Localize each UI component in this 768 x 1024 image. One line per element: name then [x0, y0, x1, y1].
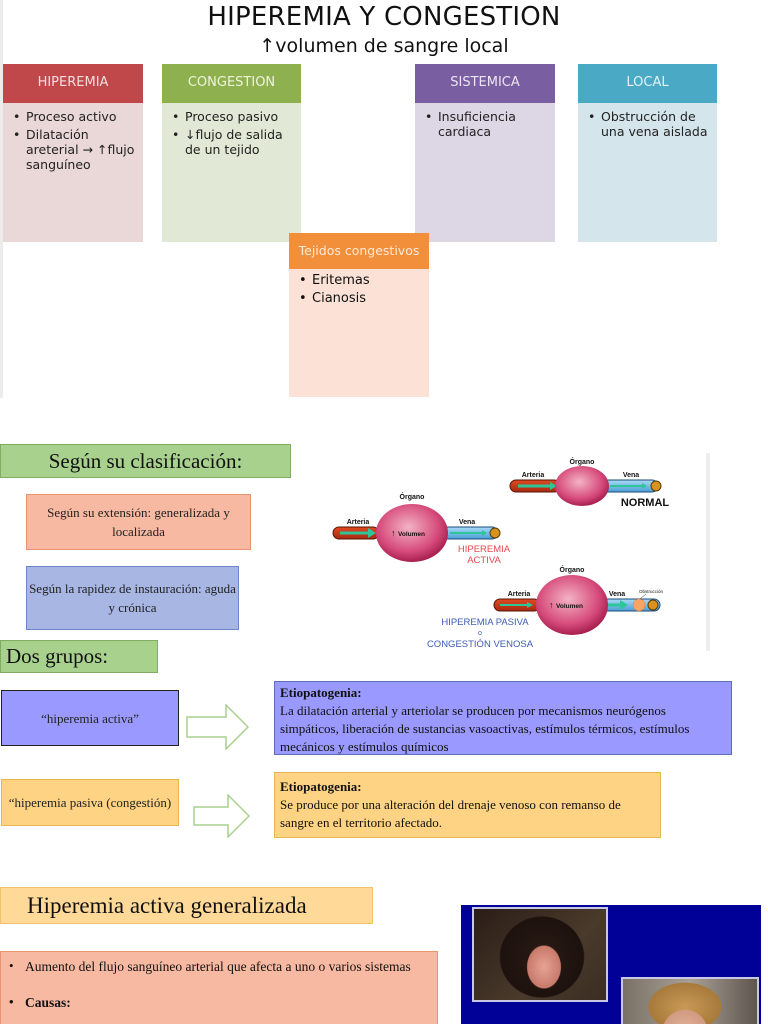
- obstruction-label: Obstrucción: [639, 589, 664, 594]
- column-sistemica: SISTEMICA Insuficiencia cardiaca: [415, 64, 555, 242]
- speed-box: Según la rapidez de instauración: aguda …: [26, 566, 239, 630]
- passive-label: HIPEREMIA PASIVA: [441, 617, 529, 628]
- vein-label: Vena: [459, 519, 475, 526]
- list-item: Dilatación areterial → ↑flujo sanguíneo: [13, 127, 137, 172]
- active-etiopathogenesis-box: Etiopatogenia: La dilatación arterial y …: [274, 681, 732, 755]
- patient-photo: [621, 977, 759, 1024]
- classification-heading: Según su clasificación:: [0, 444, 291, 478]
- column-header: Tejidos congestivos: [289, 233, 429, 269]
- list-item: Proceso activo: [13, 109, 137, 124]
- obstruction-shape: [632, 598, 646, 612]
- etio-title: Etiopatogenia:: [280, 779, 362, 794]
- organ-label: Órgano: [570, 457, 595, 466]
- extension-box: Según su extensión: generalizada y local…: [26, 494, 251, 550]
- organ-label: Órgano: [560, 565, 585, 574]
- list-item: Causas:: [9, 992, 429, 1012]
- column-congestion: CONGESTION Proceso pasivo ↓flujo de sali…: [162, 64, 301, 242]
- artery-label: Arteria: [347, 519, 370, 526]
- list-item: ↓flujo de salida de un tejido: [172, 127, 295, 157]
- active-label: ACTIVA: [467, 555, 501, 566]
- column-hiperemia: HIPEREMIA Proceso activo Dilatación aret…: [3, 64, 143, 242]
- column-tejidos-congestivos: Tejidos congestivos Eritemas Cianosis: [289, 233, 429, 397]
- list-item: Aumento del flujo sanguíneo arterial que…: [9, 956, 429, 976]
- slide-hiperemia-congestion: HIPEREMIA Y CONGESTION ↑volumen de sangr…: [0, 0, 768, 400]
- column-header: CONGESTION: [162, 64, 301, 103]
- slide-title: HIPEREMIA Y CONGESTION: [207, 2, 561, 32]
- right-arrow-icon: [193, 794, 251, 838]
- patient-photo: [472, 907, 608, 1002]
- list-item: Eritemas: [299, 273, 423, 288]
- column-header: HIPEREMIA: [3, 64, 143, 103]
- normal-label: NORMAL: [621, 497, 670, 509]
- photo-panel: [461, 905, 761, 1024]
- passive-hyperemia-diagram: Órgano Arteria Vena Obstrucción ↑ Volume…: [427, 565, 664, 650]
- passive-group-box: “hiperemia pasiva (congestión): [1, 779, 179, 826]
- passive-etiopathogenesis-box: Etiopatogenia: Se produce por una altera…: [274, 772, 661, 838]
- vein-label: Vena: [623, 472, 639, 479]
- column-local: LOCAL Obstrucción de una vena aislada: [578, 64, 717, 242]
- column-header: SISTEMICA: [415, 64, 555, 103]
- artery-label: Arteria: [522, 472, 545, 479]
- slide-subtitle: ↑volumen de sangre local: [259, 35, 509, 57]
- organ-shape: [555, 466, 609, 506]
- blood-flow-diagram: Órgano Arteria Vena NORMAL Órgano Arteri…: [320, 448, 710, 654]
- slide-edge: [0, 0, 3, 398]
- right-arrow-icon: [186, 704, 250, 750]
- volume-label: Volumen: [556, 603, 583, 610]
- column-header: LOCAL: [578, 64, 717, 103]
- etio-text: Se produce por una alteración del drenaj…: [280, 797, 621, 830]
- passive-label: CONGESTIÓN VENOSA: [427, 639, 534, 650]
- bullet-box: Aumento del flujo sanguíneo arterial que…: [0, 951, 438, 1024]
- blood-flow-svg: Órgano Arteria Vena NORMAL Órgano Arteri…: [332, 457, 670, 650]
- section-title: Hiperemia activa generalizada: [0, 887, 373, 924]
- groups-heading: Dos grupos:: [0, 640, 158, 673]
- up-arrow-icon: ↑: [391, 528, 396, 538]
- divider-line: [706, 453, 710, 651]
- up-arrow-icon: ↑: [549, 600, 554, 610]
- list-item: Obstrucción de una vena aislada: [588, 109, 711, 139]
- list-item: Cianosis: [299, 291, 423, 306]
- artery-label: Arteria: [508, 591, 531, 598]
- normal-diagram: Órgano Arteria Vena NORMAL: [509, 457, 670, 509]
- list-item: Proceso pasivo: [172, 109, 295, 124]
- active-group-box: “hiperemia activa”: [1, 690, 179, 746]
- etio-text: La dilatación arterial y arteriolar se p…: [280, 703, 690, 754]
- volume-label: Volumen: [398, 531, 425, 538]
- etio-title: Etiopatogenia:: [280, 685, 362, 700]
- active-hyperemia-diagram: Órgano Arteria Vena ↑ Volumen HIPEREMIA …: [332, 492, 511, 566]
- passive-label: o: [478, 630, 482, 637]
- list-item: Insuficiencia cardiaca: [425, 109, 549, 139]
- active-label: HIPEREMIA: [458, 544, 511, 555]
- vein-label: Vena: [609, 591, 625, 598]
- organ-label: Órgano: [400, 492, 425, 501]
